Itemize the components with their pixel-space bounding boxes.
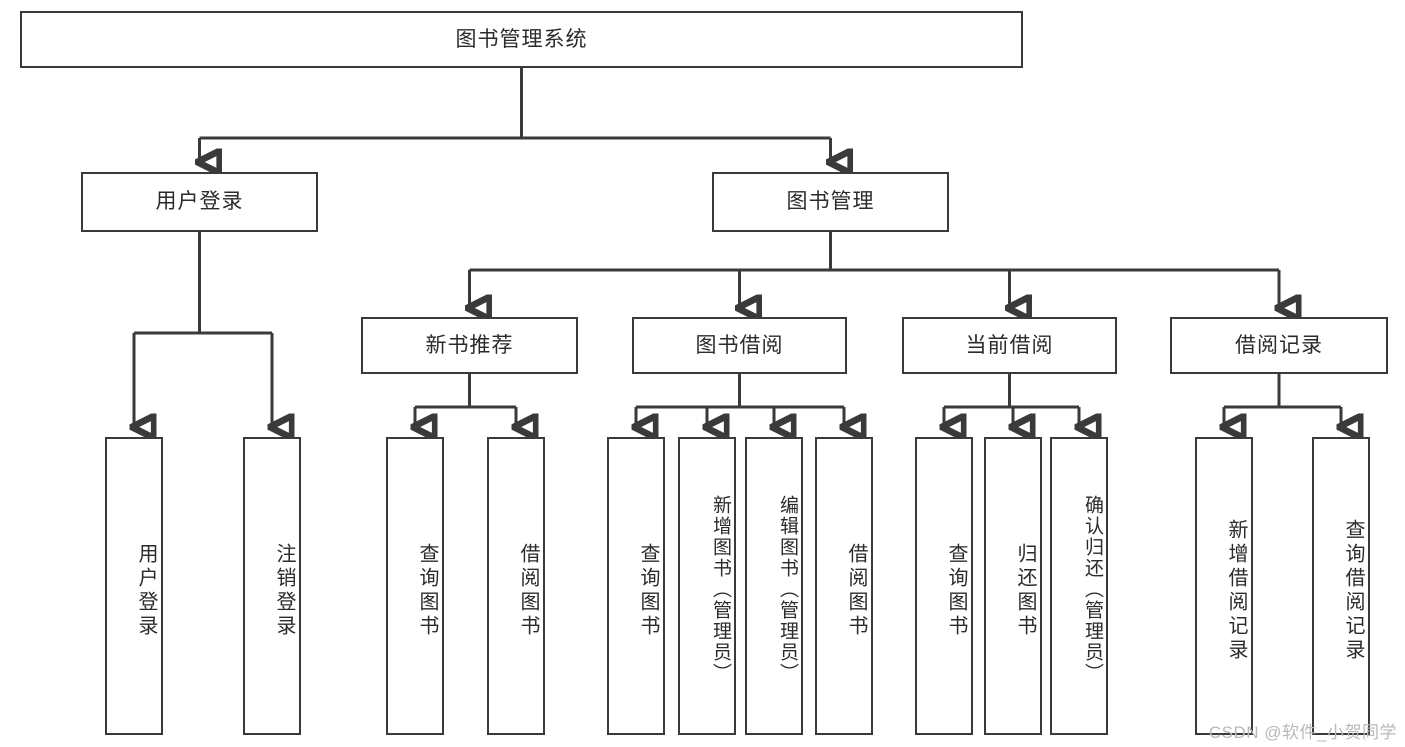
leaf-query-book-rec-label: 查询图书 — [416, 543, 438, 639]
leaf-query-book-cur-label: 查询图书 — [945, 543, 967, 639]
node-book-borrow-label: 图书借阅 — [695, 333, 784, 357]
node-borrow-record-label: 借阅记录 — [1235, 333, 1323, 357]
leaf-add-record[interactable]: 新增借阅记录 — [1195, 437, 1253, 735]
leaf-borrow-book-label: 借阅图书 — [845, 543, 867, 639]
leaf-user-login[interactable]: 用户登录 — [105, 437, 163, 735]
leaf-user-login-label: 用户登录 — [135, 543, 157, 639]
leaf-return-book-label: 归还图书 — [1014, 543, 1036, 639]
node-book-manage[interactable]: 图书管理 — [712, 172, 949, 232]
leaf-edit-book[interactable]: 编辑图书（管理员） — [745, 437, 803, 735]
leaf-query-book-borrow[interactable]: 查询图书 — [607, 437, 665, 735]
leaf-query-book-rec[interactable]: 查询图书 — [386, 437, 444, 735]
leaf-confirm-return[interactable]: 确认归还（管理员） — [1050, 437, 1108, 735]
leaf-add-record-label: 新增借阅记录 — [1225, 519, 1247, 663]
leaf-add-book-label: 新增图书（管理员） — [710, 494, 731, 684]
node-new-book-recommend[interactable]: 新书推荐 — [361, 317, 578, 374]
node-borrow-record[interactable]: 借阅记录 — [1170, 317, 1388, 374]
node-book-manage-label: 图书管理 — [786, 190, 875, 214]
node-user-login[interactable]: 用户登录 — [81, 172, 318, 232]
leaf-query-book-borrow-label: 查询图书 — [637, 543, 659, 639]
leaf-borrow-book[interactable]: 借阅图书 — [815, 437, 873, 735]
node-root[interactable]: 图书管理系统 — [20, 11, 1023, 68]
leaf-logout-label: 注销登录 — [273, 543, 295, 639]
watermark: CSDN @软件_小贺同学 — [1208, 723, 1397, 742]
leaf-confirm-return-label: 确认归还（管理员） — [1082, 494, 1103, 684]
node-current-borrow[interactable]: 当前借阅 — [902, 317, 1117, 374]
leaf-query-record-label: 查询借阅记录 — [1342, 519, 1364, 663]
leaf-add-book[interactable]: 新增图书（管理员） — [678, 437, 736, 735]
node-book-borrow[interactable]: 图书借阅 — [632, 317, 847, 374]
leaf-query-record[interactable]: 查询借阅记录 — [1312, 437, 1370, 735]
node-root-label: 图书管理系统 — [455, 27, 588, 51]
node-new-book-recommend-label: 新书推荐 — [425, 333, 514, 357]
leaf-logout[interactable]: 注销登录 — [243, 437, 301, 735]
leaf-borrow-book-rec[interactable]: 借阅图书 — [487, 437, 545, 735]
node-current-borrow-label: 当前借阅 — [965, 333, 1054, 357]
leaf-edit-book-label: 编辑图书（管理员） — [777, 494, 798, 684]
leaf-return-book[interactable]: 归还图书 — [984, 437, 1042, 735]
node-user-login-label: 用户登录 — [155, 190, 244, 214]
leaf-borrow-book-rec-label: 借阅图书 — [517, 543, 539, 639]
leaf-query-book-cur[interactable]: 查询图书 — [915, 437, 973, 735]
